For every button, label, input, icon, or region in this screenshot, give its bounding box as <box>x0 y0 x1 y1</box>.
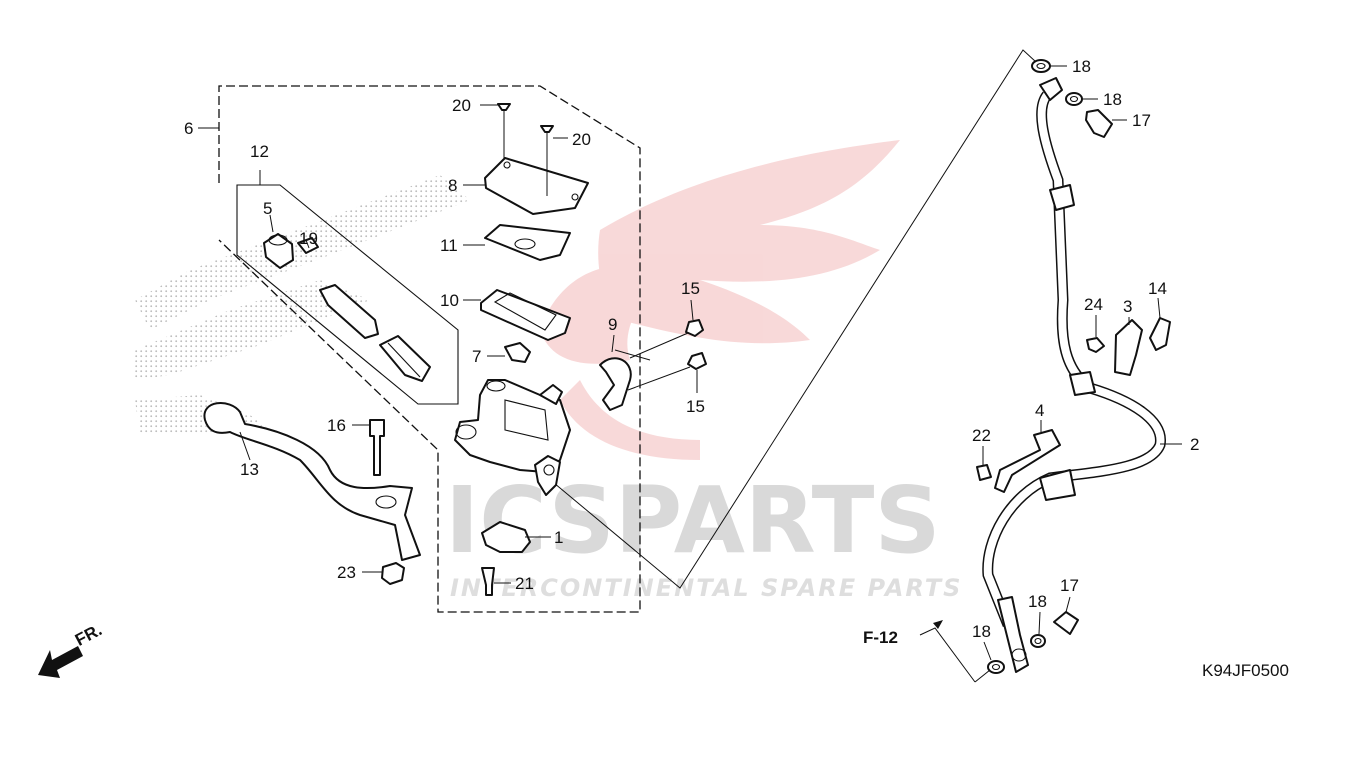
callout-5: 5 <box>263 199 272 218</box>
watermark-tagline: INTERCONTINENTAL SPARE PARTS <box>450 574 962 602</box>
brake-hose-2 <box>982 77 1182 673</box>
watermark: ICSPARTS INTERCONTINENTAL SPARE PARTS <box>445 140 962 602</box>
callout-12: 12 <box>250 142 269 161</box>
callout-24: 24 <box>1084 295 1103 314</box>
callout-1: 1 <box>554 528 563 547</box>
callout-10: 10 <box>440 291 459 310</box>
brake-lever-13 <box>203 401 421 561</box>
diaphragm-10 <box>463 289 571 341</box>
callout-18-a: 18 <box>1072 57 1091 76</box>
clip-7 <box>487 342 531 363</box>
reference-label: F-12 <box>863 628 898 647</box>
callout-7: 7 <box>472 347 481 366</box>
diagram-code: K94JF0500 <box>1202 661 1289 680</box>
shading <box>135 175 470 435</box>
callout-3: 3 <box>1123 297 1132 316</box>
seal-kit-outline <box>236 170 459 405</box>
screws-20 <box>480 103 568 196</box>
callout-11: 11 <box>440 236 458 255</box>
washers-18 <box>983 59 1098 674</box>
callout-20-b: 20 <box>572 130 591 149</box>
pivot-bolt-16 <box>352 419 385 476</box>
watermark-brand: ICSPARTS <box>445 467 941 574</box>
reference-marker: F-12 <box>863 620 943 647</box>
callout-6: 6 <box>184 119 193 138</box>
clamps-3-4-14-22-24 <box>976 297 1171 493</box>
master-cylinder-body <box>454 379 571 496</box>
callout-17-bottom: 17 <box>1060 576 1079 595</box>
callout-4: 4 <box>1035 401 1044 420</box>
callout-23: 23 <box>337 563 356 582</box>
callout-20-a: 20 <box>452 96 471 115</box>
direction-arrow: FR. <box>38 620 105 678</box>
brake-switch-1 <box>481 521 551 553</box>
callout-2: 2 <box>1190 435 1199 454</box>
reservoir-cap-8 <box>463 157 589 215</box>
holder-9 <box>599 334 651 411</box>
callout-8: 8 <box>448 176 457 195</box>
callout-19: 19 <box>299 229 318 248</box>
callout-15-top: 15 <box>681 279 700 298</box>
bolts-15 <box>627 299 707 393</box>
callout-labels: 1 2 3 4 5 6 7 8 9 10 11 12 13 14 15 15 1… <box>184 57 1199 641</box>
callout-21: 21 <box>515 574 534 593</box>
callout-17-top: 17 <box>1132 111 1151 130</box>
callout-14: 14 <box>1148 279 1167 298</box>
diaphragm-plate-11 <box>463 224 571 261</box>
screw-21 <box>481 567 511 596</box>
callout-18-b: 18 <box>1103 90 1122 109</box>
seal-kit-parts <box>263 214 431 382</box>
callout-22: 22 <box>972 426 991 445</box>
callout-18-d: 18 <box>972 622 991 641</box>
nut-23 <box>362 562 405 585</box>
callout-18-c: 18 <box>1028 592 1047 611</box>
bolts-17 <box>1053 109 1127 635</box>
assembly-outline <box>198 85 641 613</box>
callout-13: 13 <box>240 460 259 479</box>
direction-label: FR. <box>72 620 105 650</box>
callout-15-bottom: 15 <box>686 397 705 416</box>
watermark-wing-logo <box>540 140 900 460</box>
callout-9: 9 <box>608 315 617 334</box>
callout-16: 16 <box>327 416 346 435</box>
